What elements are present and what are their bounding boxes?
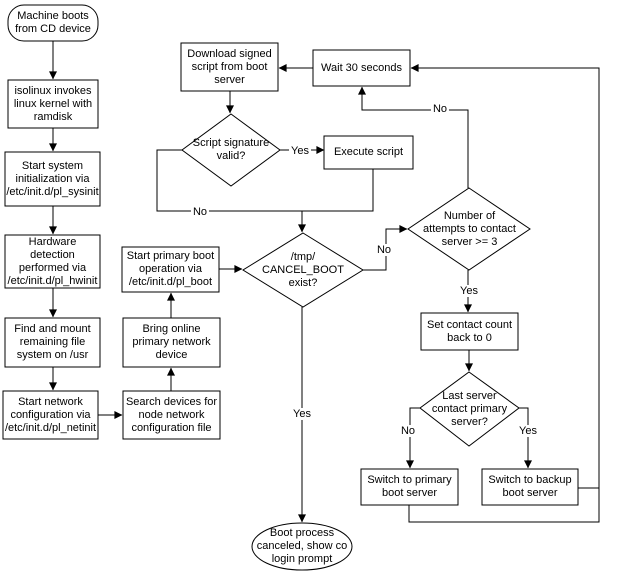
node-download-script-shape xyxy=(180,42,279,92)
node-pl-boot-shape xyxy=(121,246,220,293)
edge-attempts-no-to-wait xyxy=(358,86,469,188)
node-hwinit-shape xyxy=(4,234,101,289)
edge-cancelboot-no-to-attempts xyxy=(363,225,408,271)
node-attempts-shape xyxy=(407,187,531,271)
edge-switch-to-wait xyxy=(408,64,600,523)
node-set-count-shape xyxy=(420,312,519,351)
node-switch-backup-shape xyxy=(481,468,579,506)
node-search-devices-shape xyxy=(122,390,221,440)
node-cancel-boot-shape xyxy=(242,232,364,308)
node-sysinit-shape xyxy=(4,151,101,207)
node-execute-script-shape xyxy=(323,135,414,170)
node-mount-usr-shape xyxy=(4,317,101,368)
edge-sigvalid-no-merge-line xyxy=(156,149,374,212)
edge-lastserver-yes-to-backup xyxy=(519,407,532,469)
node-switch-primary-shape xyxy=(360,468,459,506)
node-netinit-shape xyxy=(2,390,99,440)
node-bring-online-shape xyxy=(122,317,221,368)
node-machine-boots-shape xyxy=(7,4,99,42)
node-boot-canceled-shape xyxy=(251,522,353,571)
node-isolinux-shape xyxy=(7,79,99,129)
node-last-server-shape xyxy=(419,371,520,447)
node-sig-valid-shape xyxy=(181,113,281,187)
node-wait-30-shape xyxy=(312,49,411,87)
edge-lastserver-no-to-primary xyxy=(406,407,420,469)
